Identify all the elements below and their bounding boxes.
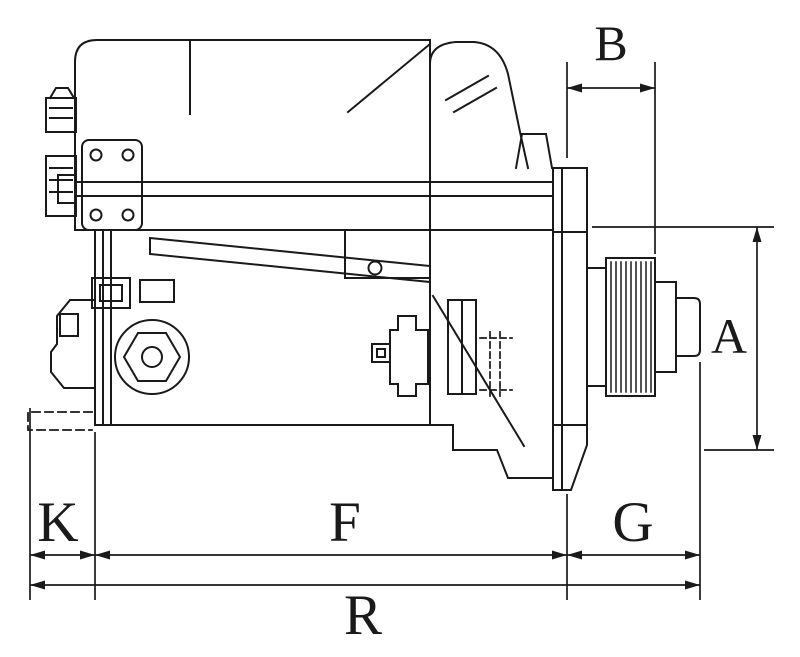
dimension-label-a: A <box>711 308 747 364</box>
arrowhead-k-right <box>80 550 95 560</box>
arrowhead-r-left <box>30 580 45 590</box>
plunger-linkage <box>371 315 429 397</box>
mounting-bracket <box>81 139 143 231</box>
rear-end-cap <box>45 87 77 217</box>
hidden-stud-dashed <box>27 411 93 431</box>
pinion-housing-detail <box>447 299 513 397</box>
lower-housing <box>94 229 554 479</box>
starter-motor-drawing <box>27 39 701 491</box>
through-bolt <box>57 174 554 204</box>
dimension-label-k: K <box>37 491 78 554</box>
arrowhead-f-right <box>552 550 567 560</box>
arrowhead-r-right <box>685 580 700 590</box>
arrowhead-f-left <box>95 550 110 560</box>
drive-pinion-shaft <box>586 257 701 397</box>
arrowhead-g-right <box>685 550 700 560</box>
arrowhead-a-bottom <box>752 435 762 450</box>
arrowhead-g-left <box>567 550 582 560</box>
dimension-label-f: F <box>329 491 361 554</box>
dimension-labels: B A K F G R <box>37 15 747 647</box>
dimension-label-g: G <box>612 491 653 554</box>
arrowhead-b-left <box>567 83 582 93</box>
dimension-label-b: B <box>594 15 627 71</box>
shift-lever-arm <box>149 236 431 284</box>
terminal-clamp <box>91 277 175 309</box>
motor-yoke <box>74 39 498 231</box>
dimension-lines <box>29 62 774 600</box>
dimension-label-r: R <box>344 584 382 647</box>
arrowhead-a-top <box>752 227 762 242</box>
gear-teeth <box>610 261 652 393</box>
arrowhead-k-left <box>30 550 45 560</box>
left-bracket <box>50 299 96 389</box>
dimension-a-lines <box>592 226 774 451</box>
hex-nut-boss <box>114 319 190 395</box>
dimension-arrowheads <box>30 83 762 590</box>
arrowhead-b-right <box>640 83 655 93</box>
mounting-flange <box>552 167 588 491</box>
solenoid <box>344 41 554 279</box>
dimension-chain-kfg-lines <box>29 362 701 600</box>
